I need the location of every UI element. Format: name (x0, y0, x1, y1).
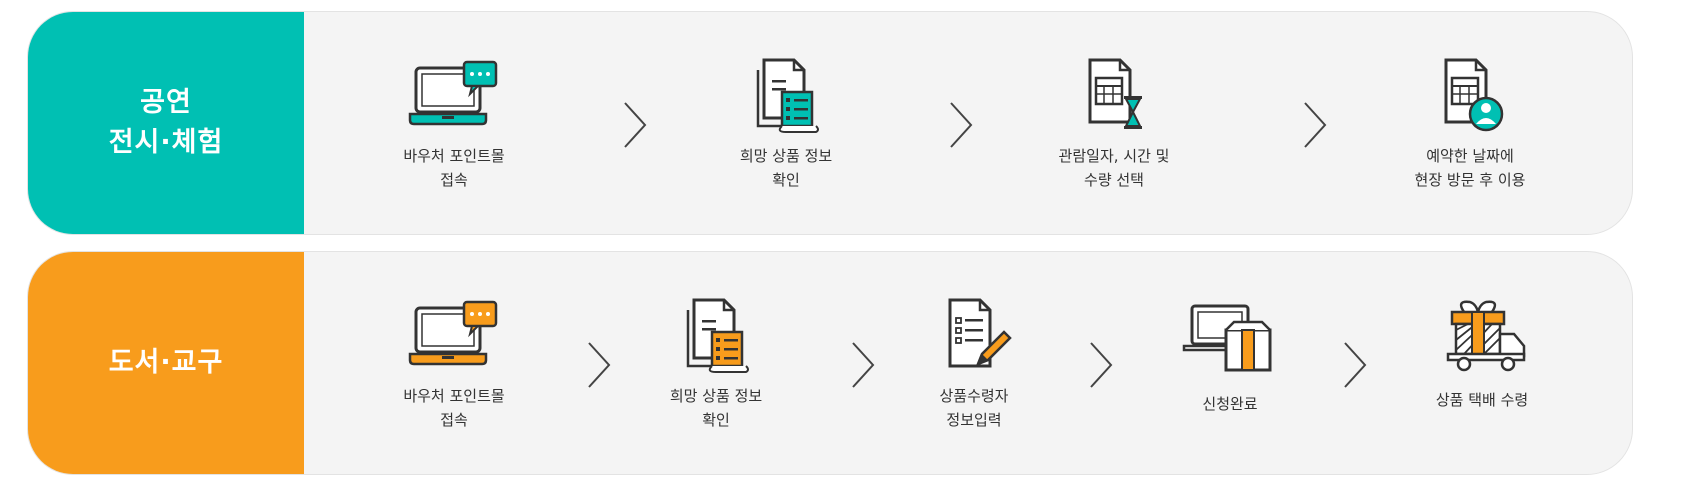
step-text-line1: 바우처 포인트몰 (403, 147, 505, 165)
step-product-info: 희망 상품 정보 확인 (626, 296, 806, 432)
chevron-right-icon (1304, 102, 1327, 148)
chevron-right-icon (1090, 342, 1113, 388)
calendar-person-icon (1420, 56, 1520, 136)
chevron-right-icon (1344, 342, 1367, 388)
step-select-date: 관람일자, 시간 및 수량 선택 (1024, 56, 1204, 192)
step-text-line1: 예약한 날짜에 (1426, 147, 1514, 165)
document-list-icon (666, 296, 766, 376)
step-text-line1: 관람일자, 시간 및 (1058, 147, 1170, 165)
step-text-line2: 확인 (772, 171, 800, 189)
step-text-line1: 신청완료 (1202, 395, 1258, 413)
step-text-line2: 현장 방문 후 이용 (1414, 171, 1526, 189)
step-recipient-info: 상품수령자 정보입력 (884, 296, 1064, 432)
step-text-line1: 상품수령자 (939, 387, 1009, 405)
chevron-right-icon (950, 102, 973, 148)
step-text-line2: 접속 (440, 171, 468, 189)
category-label-line2: 전시·체험 (108, 127, 224, 158)
form-pencil-icon (924, 296, 1024, 376)
gift-truck-icon (1432, 296, 1532, 376)
step-visit-site: 예약한 날짜에 현장 방문 후 이용 (1380, 56, 1560, 192)
step-product-info: 희망 상품 정보 확인 (696, 56, 876, 192)
chevron-right-icon (624, 102, 647, 148)
step-text-line2: 정보입력 (946, 411, 1002, 429)
category-label: 도서·교구 (28, 252, 304, 474)
chevron-right-icon (588, 342, 611, 388)
calendar-hourglass-icon (1064, 56, 1164, 136)
laptop-chat-icon (404, 296, 504, 376)
step-delivery-receipt: 상품 택배 수령 (1392, 296, 1572, 412)
chevron-right-icon (852, 342, 875, 388)
step-text-line2: 접속 (440, 411, 468, 429)
step-text-line1: 희망 상품 정보 (739, 147, 833, 165)
step-text-line2: 수량 선택 (1084, 171, 1144, 189)
category-label: 공연 전시·체험 (28, 12, 304, 234)
laptop-chat-icon (404, 56, 504, 136)
document-list-icon (736, 56, 836, 136)
category-label-line1: 도서·교구 (108, 347, 224, 378)
laptop-box-icon (1180, 296, 1280, 376)
step-application-complete: 신청완료 (1140, 296, 1320, 416)
step-text-line1: 바우처 포인트몰 (403, 387, 505, 405)
step-text-line1: 상품 택배 수령 (1435, 391, 1529, 409)
process-row-books: 도서·교구 바우처 포인트몰 접속 (27, 251, 1633, 475)
step-text-line1: 희망 상품 정보 (669, 387, 763, 405)
step-text-line2: 확인 (702, 411, 730, 429)
category-label-line1: 공연 (140, 87, 192, 118)
step-voucher-access: 바우처 포인트몰 접속 (364, 56, 544, 192)
process-row-performance: 공연 전시·체험 바우처 포인트몰 접속 (27, 11, 1633, 235)
step-voucher-access: 바우처 포인트몰 접속 (364, 296, 544, 432)
